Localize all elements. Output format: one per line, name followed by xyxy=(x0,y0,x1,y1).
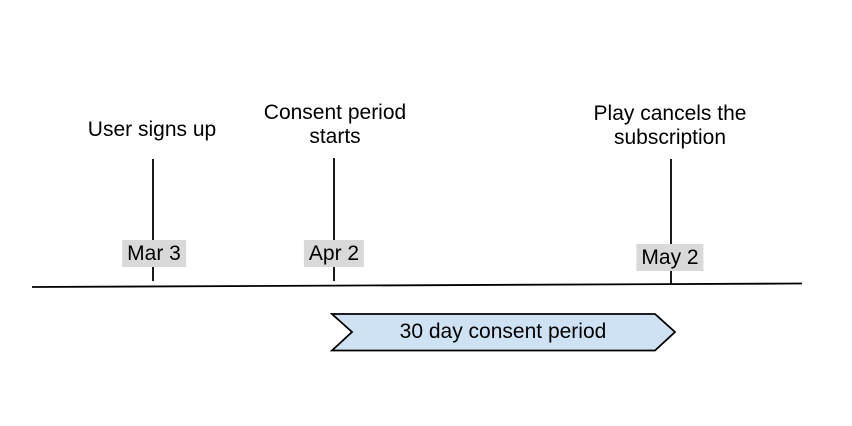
timeline-axis-line xyxy=(31,282,803,288)
consent-period-banner-label: 30 day consent period xyxy=(399,320,607,343)
consent-period-banner-shape xyxy=(329,313,677,352)
date-chip-may2: May 2 xyxy=(636,244,704,271)
event-label-user-signs-up: User signs up xyxy=(87,118,217,141)
date-chip-mar3: Mar 3 xyxy=(122,240,186,267)
event-label-play-cancels-subscription: Play cancels the subscription xyxy=(593,102,747,149)
date-chip-apr2: Apr 2 xyxy=(303,240,365,267)
event-label-consent-period-starts: Consent period starts xyxy=(263,101,407,148)
